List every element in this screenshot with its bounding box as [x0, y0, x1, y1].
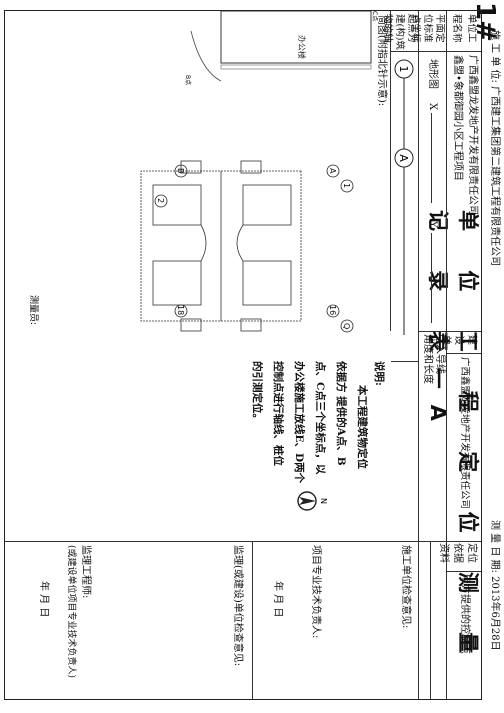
survey-date-label: 测 量 日 期: [489, 520, 500, 573]
axis-one: 1 [342, 183, 351, 188]
origin-axis-letter: A [397, 154, 410, 162]
supervisor-date: 年 月 日 [38, 581, 49, 618]
builder-value: 广西鑫盟龙发地产开发有限责任公司 [459, 357, 470, 510]
point-b: B点 [184, 75, 192, 85]
axis-sixteen: 16 [328, 305, 337, 315]
supervisor-opinion-title: 监理(或建设)单位检查意见: [232, 545, 243, 667]
engineer-label: 监理工程师: [80, 545, 91, 599]
tech-head-label: 项目专业技术负责人: [310, 545, 321, 639]
axis-q: Q [342, 323, 351, 329]
origin-axis-line: 1 A [394, 59, 414, 335]
lead-line-label: 引入导线 [434, 334, 445, 374]
map-label: 地形图 [427, 59, 438, 89]
axis-eighteen: 18 [176, 305, 185, 315]
north-label: N [319, 498, 328, 504]
basis-value: 甲方提供的控制点 [459, 574, 470, 654]
notes-line-2: 依据方 提供的A点、B [335, 361, 347, 466]
construction-unit: 施 工 单 位: 广西建工集团第二建筑工程有限责任公司 [488, 30, 500, 266]
notes-line-6: 的引测定位。 [251, 361, 263, 424]
engineer-sub-label: (或建设单位项目专业技术负责人) [66, 545, 76, 679]
y-label: Y [427, 221, 438, 228]
unit-name-value-1: 广西鑫盟龙发地产开发有限责任公司 [467, 55, 478, 215]
unit-name-label: 单位工程名称 [451, 14, 477, 43]
notes-line-1: 本工程建筑物定位 [356, 385, 368, 469]
notes-title: 说明: [373, 361, 385, 386]
surveyor-label: 测量员: [28, 295, 39, 325]
basis-label: 定位依据资料 [438, 543, 477, 563]
angle-length-label: 角度和长度 [422, 334, 433, 384]
y-blank [431, 233, 432, 323]
axis-a-top: A [328, 168, 337, 174]
x-label: X [427, 103, 438, 111]
x-blank [431, 113, 432, 203]
table-frame: 单位工程名称 广西鑫盟龙发地产开发有限责任公司 鑫盟•象都御园小区工程项目 建设… [4, 10, 482, 700]
contractor-opinion-title: 施工单位检查意见: [400, 545, 411, 629]
construction-unit-label: 施 工 单 位: [489, 30, 500, 83]
notes-line-5: 控制点进行轴线、桩位 [272, 361, 284, 466]
survey-date-value: 2013年6月28日 [489, 576, 500, 651]
axis-two: 2 [156, 198, 165, 203]
contractor-date: 年 月 日 [272, 581, 283, 618]
construction-unit-value: 广西建工集团第二建筑工程有限责任公司 [489, 86, 500, 267]
unit-name-value-2: 鑫盟•象都御园小区工程项目 [452, 55, 463, 181]
point-c: C点 [371, 11, 379, 21]
site-sketch: 办公楼 B点 C点 A [28, 11, 379, 333]
office-building [220, 11, 372, 64]
north-arrow-icon: N [297, 491, 328, 511]
origin-axis-number: 1 [397, 66, 410, 73]
office-label: 办公楼 [297, 35, 307, 59]
axis-b-top: B [176, 168, 185, 174]
survey-date: 测 量 日 期: 2013年6月28日 [488, 520, 500, 651]
